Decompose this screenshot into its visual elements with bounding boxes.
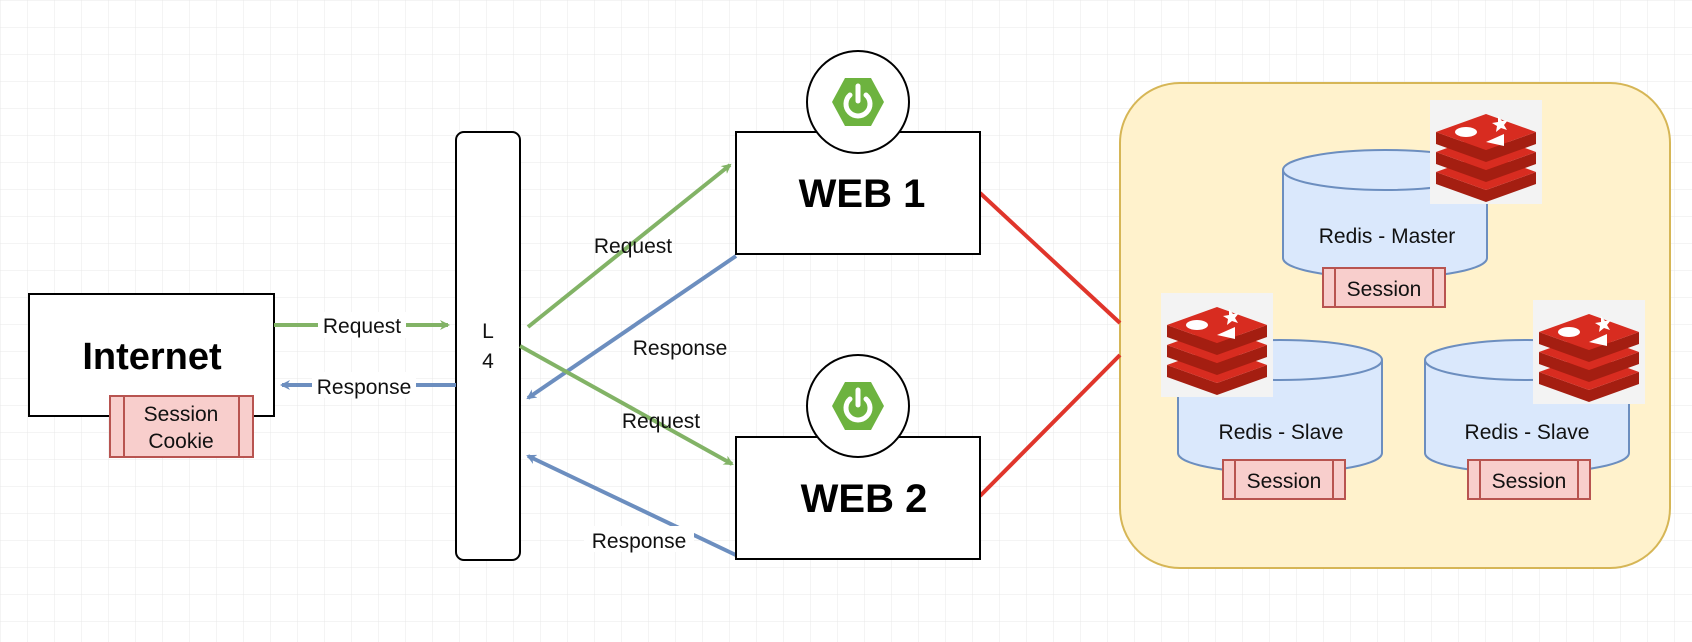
l4-label-line1: L — [482, 320, 494, 343]
edge-web1-request-label: Request — [594, 235, 672, 258]
edge-web1-response: Response — [526, 254, 738, 400]
redis-slave-2-session-label: Session — [1492, 470, 1567, 493]
redis-slave-1-session-badge[interactable]: Session — [1222, 459, 1346, 500]
web2-label: WEB 2 — [801, 477, 928, 521]
session-cookie-badge[interactable]: Session Cookie — [109, 395, 254, 458]
edge-web1-response-label: Response — [633, 337, 728, 360]
edge-web1-request: Request — [526, 163, 732, 329]
edge-internet-request: Request — [274, 312, 450, 338]
session-cookie-line1: Session — [144, 403, 219, 426]
spring-boot-icon — [806, 354, 910, 458]
internet-label: Internet — [82, 336, 222, 378]
redis-logo-icon — [1161, 293, 1273, 397]
spring-boot-icon — [806, 50, 910, 154]
edge-internet-request-label: Request — [323, 315, 401, 338]
redis-slave-2-session-badge[interactable]: Session — [1467, 459, 1591, 500]
redis-slave-1-label: Redis - Slave — [1219, 421, 1344, 444]
web2-redis-link — [978, 353, 1122, 498]
edge-web2-request-label: Request — [622, 410, 700, 433]
session-cookie-line2: Cookie — [148, 430, 213, 453]
edge-internet-response: Response — [280, 372, 456, 399]
redis-master-session-badge[interactable]: Session — [1322, 267, 1446, 308]
edge-internet-response-label: Response — [317, 376, 412, 399]
redis-logo-icon — [1533, 300, 1645, 404]
redis-slave-2-label: Redis - Slave — [1465, 421, 1590, 444]
l4-label-line2: 4 — [482, 350, 494, 373]
redis-master-session-label: Session — [1347, 278, 1422, 301]
web1-label: WEB 1 — [799, 172, 926, 216]
l4-load-balancer[interactable]: L 4 — [455, 131, 521, 561]
redis-logo-icon — [1430, 100, 1542, 204]
edge-web2-request: Request — [519, 344, 734, 466]
redis-master-label: Redis - Master — [1319, 225, 1456, 248]
web1-redis-link — [978, 191, 1122, 325]
edge-web2-response-label: Response — [592, 530, 687, 553]
redis-slave-1-session-label: Session — [1247, 470, 1322, 493]
edge-web2-response: Response — [526, 454, 741, 559]
